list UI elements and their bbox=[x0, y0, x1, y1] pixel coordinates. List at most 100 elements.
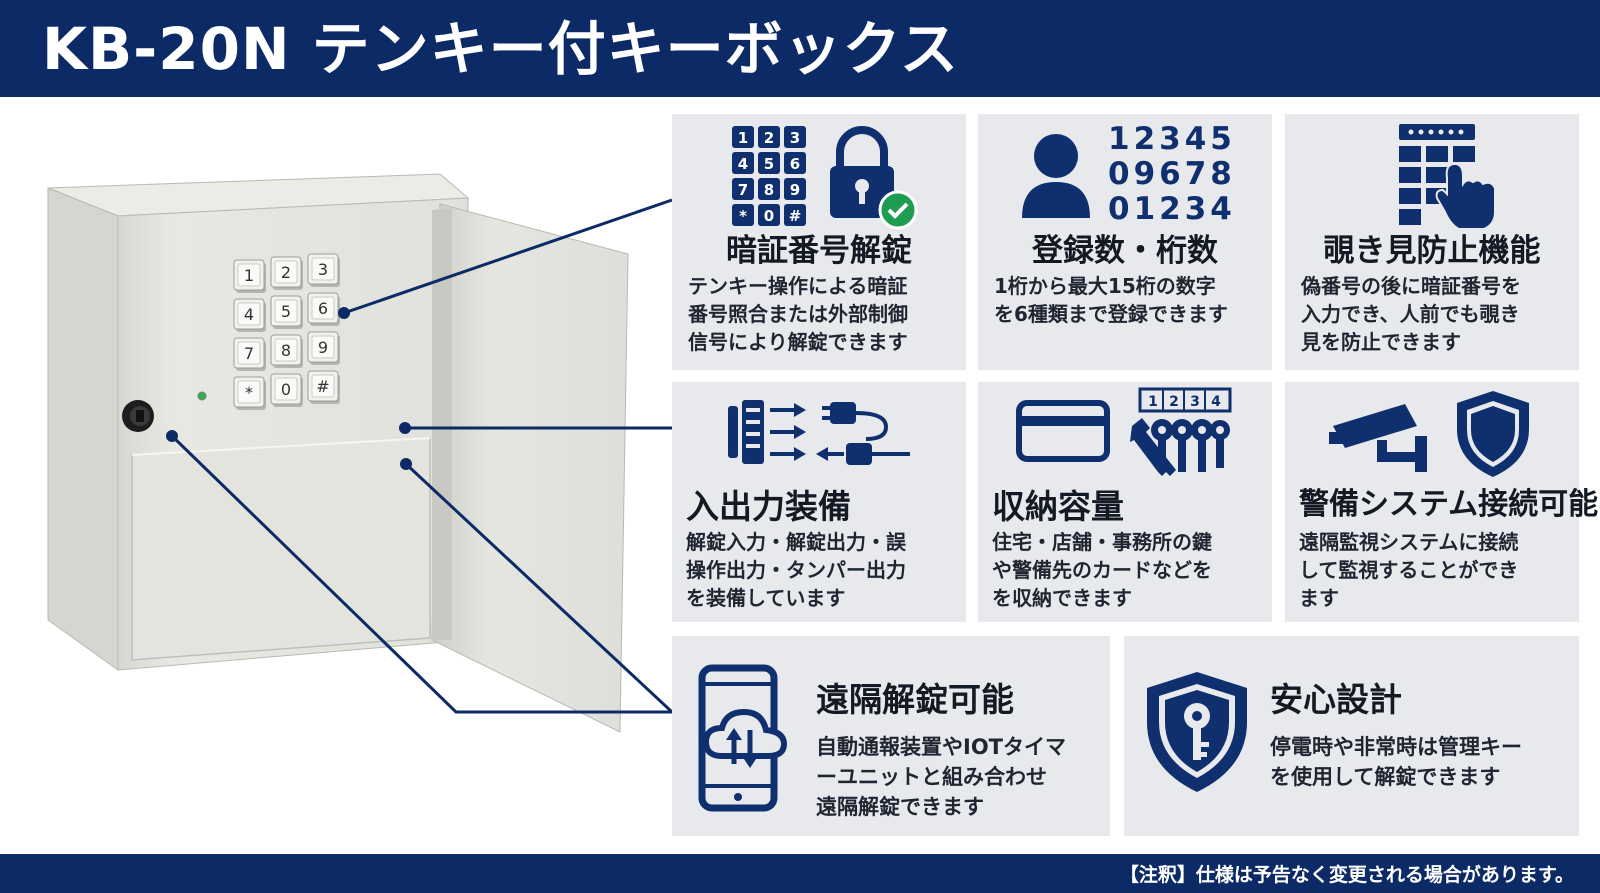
user-icon bbox=[1022, 134, 1090, 218]
mini-keypad-key: 1 bbox=[732, 126, 754, 148]
feature-desc: 自動通報装置やIOTタイマ ーユニットと組み合わせ 遠隔解錠できます bbox=[816, 735, 1066, 819]
feature-desc: 解錠入力・解錠出力・誤 操作出力・タンパー出力 を装備しています bbox=[686, 530, 906, 610]
keypad-key[interactable]: 6 bbox=[307, 292, 340, 326]
status-led bbox=[197, 391, 207, 401]
mini-keypad-key: 8 bbox=[758, 178, 780, 200]
feature-card-io: 入出力装備 解錠入力・解錠出力・誤 操作出力・タンパー出力 を装備しています bbox=[672, 382, 966, 622]
feature-title: 安心設計 bbox=[1270, 680, 1402, 719]
svg-text:1: 1 bbox=[244, 266, 254, 285]
card-icon bbox=[1016, 400, 1110, 462]
mini-keypad-key: 9 bbox=[784, 178, 806, 200]
mini-keypad-key: 7 bbox=[732, 178, 754, 200]
svg-text:6: 6 bbox=[318, 299, 328, 318]
keypad-key[interactable]: 8 bbox=[270, 334, 303, 368]
feature-card-peep-prevention: 覗き見防止機能 偽番号の後に暗証番号を 入力でき、人前でも覗き 見を防止できます bbox=[1285, 114, 1579, 370]
svg-text:5: 5 bbox=[764, 155, 774, 173]
feature-card-registration: 12345 09678 01234 登録数・桁数 1桁から最大15桁の数字 を6… bbox=[978, 114, 1272, 370]
key-cylinder bbox=[122, 400, 154, 432]
svg-text:6: 6 bbox=[790, 155, 800, 173]
svg-text:9: 9 bbox=[318, 338, 328, 357]
svg-text:7: 7 bbox=[244, 344, 254, 363]
plug-icon bbox=[816, 402, 910, 465]
key-tag-number: 2 bbox=[1169, 394, 1179, 410]
svg-text:*: * bbox=[245, 383, 253, 402]
mini-keypad-key: 3 bbox=[784, 126, 806, 148]
feature-title: 警備システム接続可能 bbox=[1299, 487, 1599, 522]
box-left-side bbox=[47, 187, 119, 671]
svg-text:4: 4 bbox=[738, 155, 748, 173]
footer-bar: 【注釈】仕様は予告なく変更される場合があります。 bbox=[0, 854, 1600, 893]
svg-text:#: # bbox=[789, 207, 802, 225]
feature-title: 入出力装備 bbox=[686, 487, 851, 526]
box-lower-panel bbox=[131, 437, 431, 661]
feature-title: 覗き見防止機能 bbox=[1323, 233, 1541, 269]
mini-keypad-key: * bbox=[732, 204, 754, 226]
feature-desc: テンキー操作による暗証 番号照合または外部制御 信号により解錠できます bbox=[688, 274, 908, 354]
feature-desc: 住宅・店舗・事務所の鍵 や警備先のカードなどを を収納できます bbox=[992, 530, 1212, 610]
io-connector-icon bbox=[728, 400, 910, 465]
keypad-key[interactable]: 4 bbox=[233, 298, 266, 332]
feature-card-remote-unlock: 遠隔解錠可能 自動通報装置やIOTタイマ ーユニットと組み合わせ 遠隔解錠できま… bbox=[672, 636, 1110, 836]
keypad-key[interactable]: 1 bbox=[233, 259, 266, 293]
feature-title: 登録数・桁数 bbox=[1032, 233, 1218, 269]
feature-card-safe-design: 安心設計 停電時や非常時は管理キー を使用して解錠できます bbox=[1124, 636, 1579, 836]
keypad-key[interactable]: 5 bbox=[270, 295, 303, 329]
svg-text:#: # bbox=[316, 377, 329, 396]
keypad-key[interactable]: * bbox=[233, 376, 266, 410]
footer-note: 【注釈】仕様は予告なく変更される場合があります。 bbox=[1119, 864, 1574, 886]
feature-card-security-system: 警備システム接続可能 遠隔監視システムに接続 して監視することができ ます bbox=[1285, 382, 1598, 622]
svg-text:3: 3 bbox=[318, 260, 328, 279]
svg-text:9: 9 bbox=[790, 181, 800, 199]
svg-text:8: 8 bbox=[281, 341, 291, 360]
check-badge-icon bbox=[878, 190, 918, 230]
feature-title: 遠隔解錠可能 bbox=[816, 680, 1014, 719]
svg-text:2: 2 bbox=[764, 129, 774, 147]
svg-text:8: 8 bbox=[764, 181, 774, 199]
feature-desc: 停電時や非常時は管理キー を使用して解錠できます bbox=[1270, 735, 1522, 789]
keypad-key[interactable]: 3 bbox=[307, 253, 340, 287]
svg-text:7: 7 bbox=[738, 181, 748, 199]
mini-keypad-key: 4 bbox=[732, 152, 754, 174]
mini-keypad-key: 6 bbox=[784, 152, 806, 174]
keypad-key[interactable]: 0 bbox=[270, 373, 303, 407]
mini-keypad-key: 5 bbox=[758, 152, 780, 174]
page-title: KB-20N テンキー付キーボックス bbox=[42, 14, 959, 83]
hidden-keypad-hand-icon bbox=[1399, 124, 1496, 228]
mini-keypad-key: # bbox=[784, 204, 806, 226]
title-bar: KB-20N テンキー付キーボックス bbox=[0, 0, 1600, 97]
key-tag-number: 1 bbox=[1148, 394, 1158, 410]
padlock-icon bbox=[830, 126, 894, 218]
mini-keypad-key: 0 bbox=[758, 204, 780, 226]
feature-desc: 遠隔監視システムに接続 して監視することができ ます bbox=[1299, 530, 1519, 610]
svg-text:0: 0 bbox=[764, 207, 774, 225]
feature-desc: 偽番号の後に暗証番号を 入力でき、人前でも覗き 見を防止できます bbox=[1301, 274, 1521, 354]
key-tag-number: 4 bbox=[1211, 394, 1221, 410]
svg-text:3: 3 bbox=[790, 129, 800, 147]
svg-text:1: 1 bbox=[738, 129, 748, 147]
security-camera-icon bbox=[1329, 404, 1427, 472]
feature-title: 暗証番号解錠 bbox=[726, 233, 912, 269]
svg-text:0: 0 bbox=[281, 380, 291, 399]
box-door bbox=[431, 203, 629, 733]
code-numbers: 12345 09678 01234 bbox=[1108, 121, 1236, 227]
key-tag-number: 3 bbox=[1190, 394, 1200, 410]
feature-desc: 1桁から最大15桁の数字 を6種類まで登録できます bbox=[994, 274, 1228, 326]
smartphone-cloud-icon bbox=[698, 664, 788, 812]
keypad-key[interactable]: # bbox=[307, 370, 340, 404]
feature-title: 収納容量 bbox=[992, 487, 1124, 526]
shield-icon bbox=[1457, 391, 1529, 477]
mini-keypad-key: 2 bbox=[758, 126, 780, 148]
svg-text:2: 2 bbox=[281, 263, 291, 282]
svg-text:*: * bbox=[739, 207, 747, 225]
shield-key-icon bbox=[1147, 672, 1247, 792]
keypad-key[interactable]: 7 bbox=[233, 337, 266, 371]
keypad-key[interactable]: 2 bbox=[270, 256, 303, 290]
keypad-key[interactable]: 9 bbox=[307, 331, 340, 365]
svg-text:4: 4 bbox=[244, 305, 254, 324]
